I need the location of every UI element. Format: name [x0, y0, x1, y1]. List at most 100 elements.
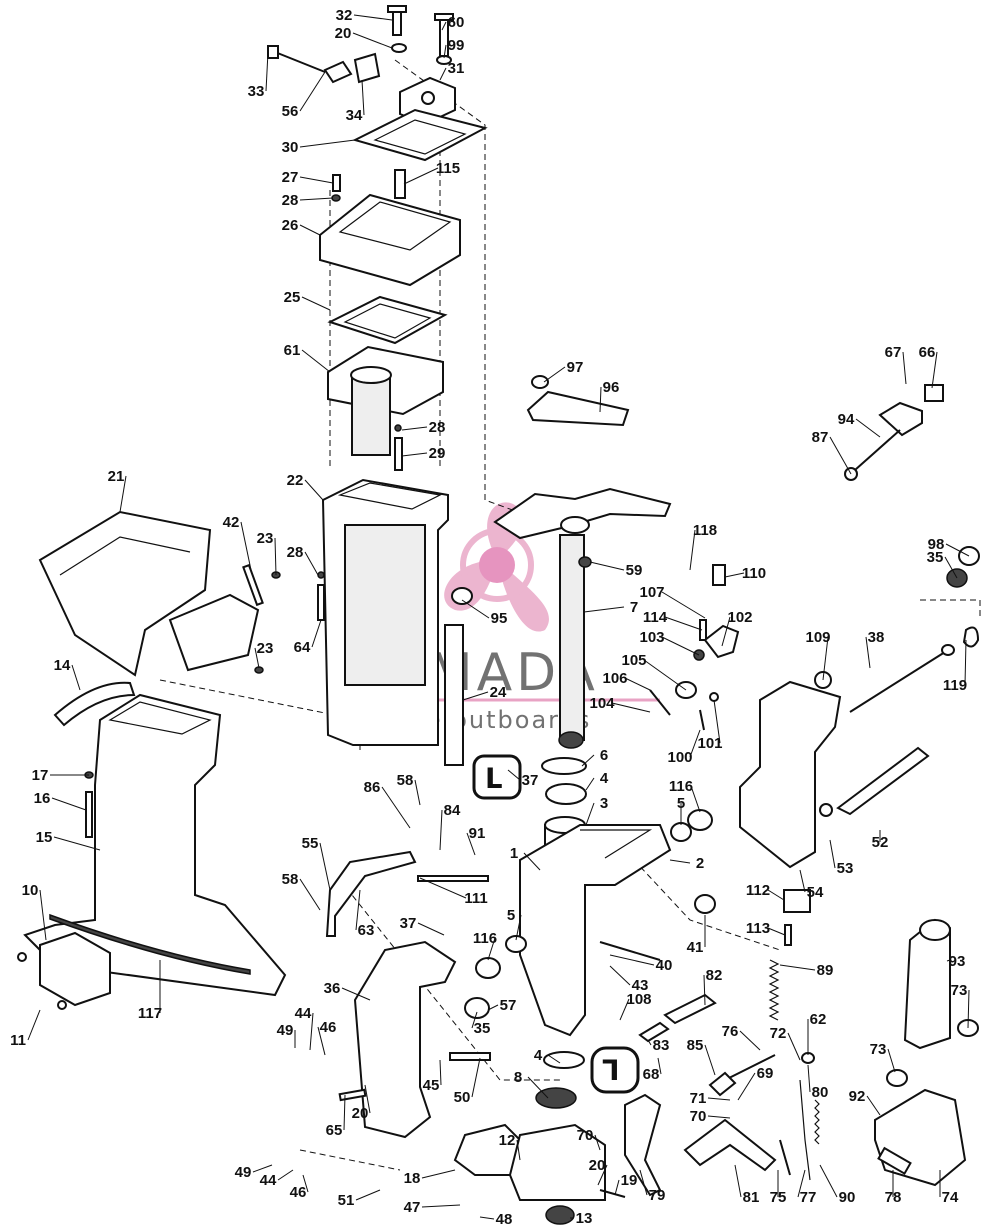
leader-line — [523, 852, 541, 871]
leader-line — [661, 591, 706, 619]
callout-number: 3 — [600, 795, 608, 812]
callout-101: 101 — [697, 699, 723, 752]
callout-number: 21 — [108, 468, 125, 485]
callout-number: 19 — [621, 1172, 638, 1189]
callout-number: 57 — [500, 997, 517, 1014]
leader-line — [27, 1009, 41, 1041]
callout-63: 63 — [355, 889, 374, 939]
leader-line — [797, 1169, 806, 1198]
leader-line — [299, 878, 321, 911]
callout-number: 51 — [338, 1192, 355, 1209]
callout-112: 112 — [746, 882, 785, 901]
callout-number: 104 — [589, 695, 615, 712]
right-side-parts — [526, 375, 980, 1187]
callout-73: 73 — [870, 1041, 896, 1073]
leader-line — [819, 1164, 838, 1198]
callout-number: 113 — [746, 920, 770, 937]
callout-number: 111 — [464, 890, 487, 907]
callout-43: 43 — [609, 965, 648, 994]
leader-line — [364, 1084, 371, 1114]
callout-109: 109 — [805, 629, 831, 681]
leader-line — [439, 809, 443, 851]
leader-line — [865, 636, 871, 669]
callout-number: 4 — [534, 1047, 543, 1064]
callout-20: 20 — [589, 1157, 608, 1186]
callout-number: 64 — [294, 639, 311, 656]
leader-line — [299, 71, 326, 112]
leader-line — [689, 529, 696, 571]
leader-line — [311, 619, 322, 648]
callout-number: 24 — [490, 684, 507, 701]
leader-line — [739, 1030, 761, 1051]
leader-line — [319, 842, 331, 891]
callout-36: 36 — [324, 980, 371, 1001]
callout-number: 18 — [404, 1170, 421, 1187]
callout-number: 71 — [690, 1090, 707, 1107]
leader-line — [301, 349, 331, 373]
callout-87: 87 — [812, 429, 852, 475]
callout-number: 5 — [677, 795, 685, 812]
callout-86: 86 — [364, 779, 411, 829]
leader-line — [822, 636, 829, 681]
callout-number: 47 — [404, 1199, 421, 1216]
leader-line — [302, 1174, 309, 1193]
callout-40: 40 — [609, 954, 672, 974]
callout-74: 74 — [939, 1170, 959, 1206]
callout-number: 86 — [364, 779, 381, 796]
leader-line — [734, 1164, 742, 1198]
callout-76: 76 — [722, 1023, 761, 1051]
callout-number: 30 — [282, 139, 299, 156]
leader-line — [689, 729, 701, 758]
callout-23: 23 — [257, 530, 277, 576]
callout-98: 98 — [928, 536, 970, 557]
callout-number: 85 — [687, 1037, 704, 1054]
leader-line — [581, 754, 595, 767]
callout-number: 25 — [284, 289, 301, 306]
callout-6: 6 — [581, 747, 608, 767]
callout-35: 35 — [471, 1011, 490, 1037]
callout-number: 37 — [400, 915, 417, 932]
leader-line — [944, 556, 958, 579]
callout-number: 114 — [643, 609, 668, 626]
callout-number: 58 — [397, 772, 414, 789]
callout-11: 11 — [10, 1009, 41, 1049]
leader-line — [301, 296, 331, 311]
leader-line — [507, 769, 521, 781]
callout-number: 116 — [669, 778, 693, 795]
callout-number: 49 — [235, 1164, 252, 1181]
leader-line — [767, 927, 786, 936]
callout-number: 69 — [757, 1065, 774, 1082]
callout-8: 8 — [514, 1069, 549, 1099]
callout-58: 58 — [282, 871, 321, 911]
callout-number: 4 — [600, 770, 609, 787]
leader-line — [51, 797, 87, 811]
callout-119: 119 — [943, 639, 967, 694]
swivel-bracket-parts — [325, 487, 716, 1225]
callout-number: 13 — [576, 1210, 593, 1227]
leader-line — [299, 139, 356, 148]
callout-54: 54 — [799, 869, 824, 901]
leader-line — [299, 176, 334, 184]
callout-number: 105 — [621, 652, 646, 669]
drive-shaft-housing-parts — [317, 345, 449, 746]
callout-number: 82 — [706, 967, 723, 984]
leader-line — [583, 606, 625, 613]
leader-line — [401, 426, 428, 431]
leader-line — [647, 1039, 652, 1046]
callout-24: 24 — [462, 684, 507, 701]
callout-106: 106 — [602, 670, 651, 691]
leader-line — [421, 1204, 461, 1208]
leader-line — [609, 954, 655, 966]
callout-67: 67 — [885, 344, 907, 385]
leader-line — [309, 1012, 314, 1051]
upper-badge-glyph: ᒪ — [485, 762, 503, 795]
callout-number: 92 — [849, 1088, 866, 1105]
callout-number: 76 — [722, 1023, 739, 1040]
leader-line — [664, 616, 703, 631]
leader-line — [403, 167, 439, 185]
leader-line — [299, 197, 334, 201]
callout-108: 108 — [619, 991, 652, 1021]
callout-number: 46 — [320, 1019, 337, 1036]
